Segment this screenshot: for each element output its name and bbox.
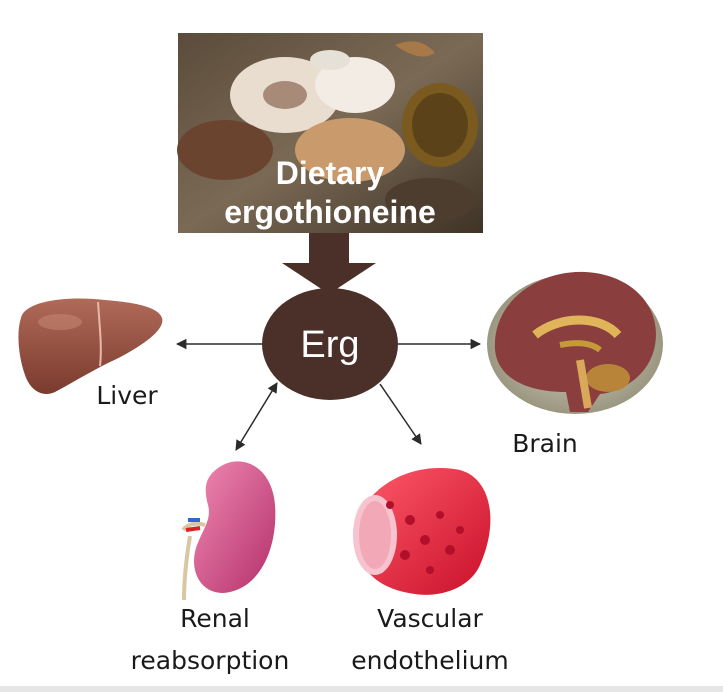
arrow-to-vessel [379, 383, 422, 445]
erg-node [262, 288, 398, 400]
arrow-to-kidney [235, 382, 278, 451]
kidney-label-line1: Renal [180, 604, 250, 633]
source-title-line2: ergothioneine [224, 194, 436, 230]
liver-label: Liver [96, 381, 158, 410]
kidney-icon [181, 461, 276, 601]
bottom-strip [0, 686, 723, 692]
kidney-label-line2: reabsorption [130, 646, 290, 675]
brain-icon [487, 271, 663, 414]
mushroom-photo [177, 33, 483, 233]
brain-label: Brain [512, 429, 578, 458]
vessel-icon [353, 468, 491, 595]
vessel-label-line2: endothelium [351, 646, 509, 675]
source-title-line1: Dietary [276, 155, 385, 191]
vessel-label-line1: Vascular [377, 604, 483, 633]
erg-node-label: Erg [300, 324, 359, 366]
intake-arrow [282, 233, 376, 294]
liver-icon [18, 298, 163, 395]
